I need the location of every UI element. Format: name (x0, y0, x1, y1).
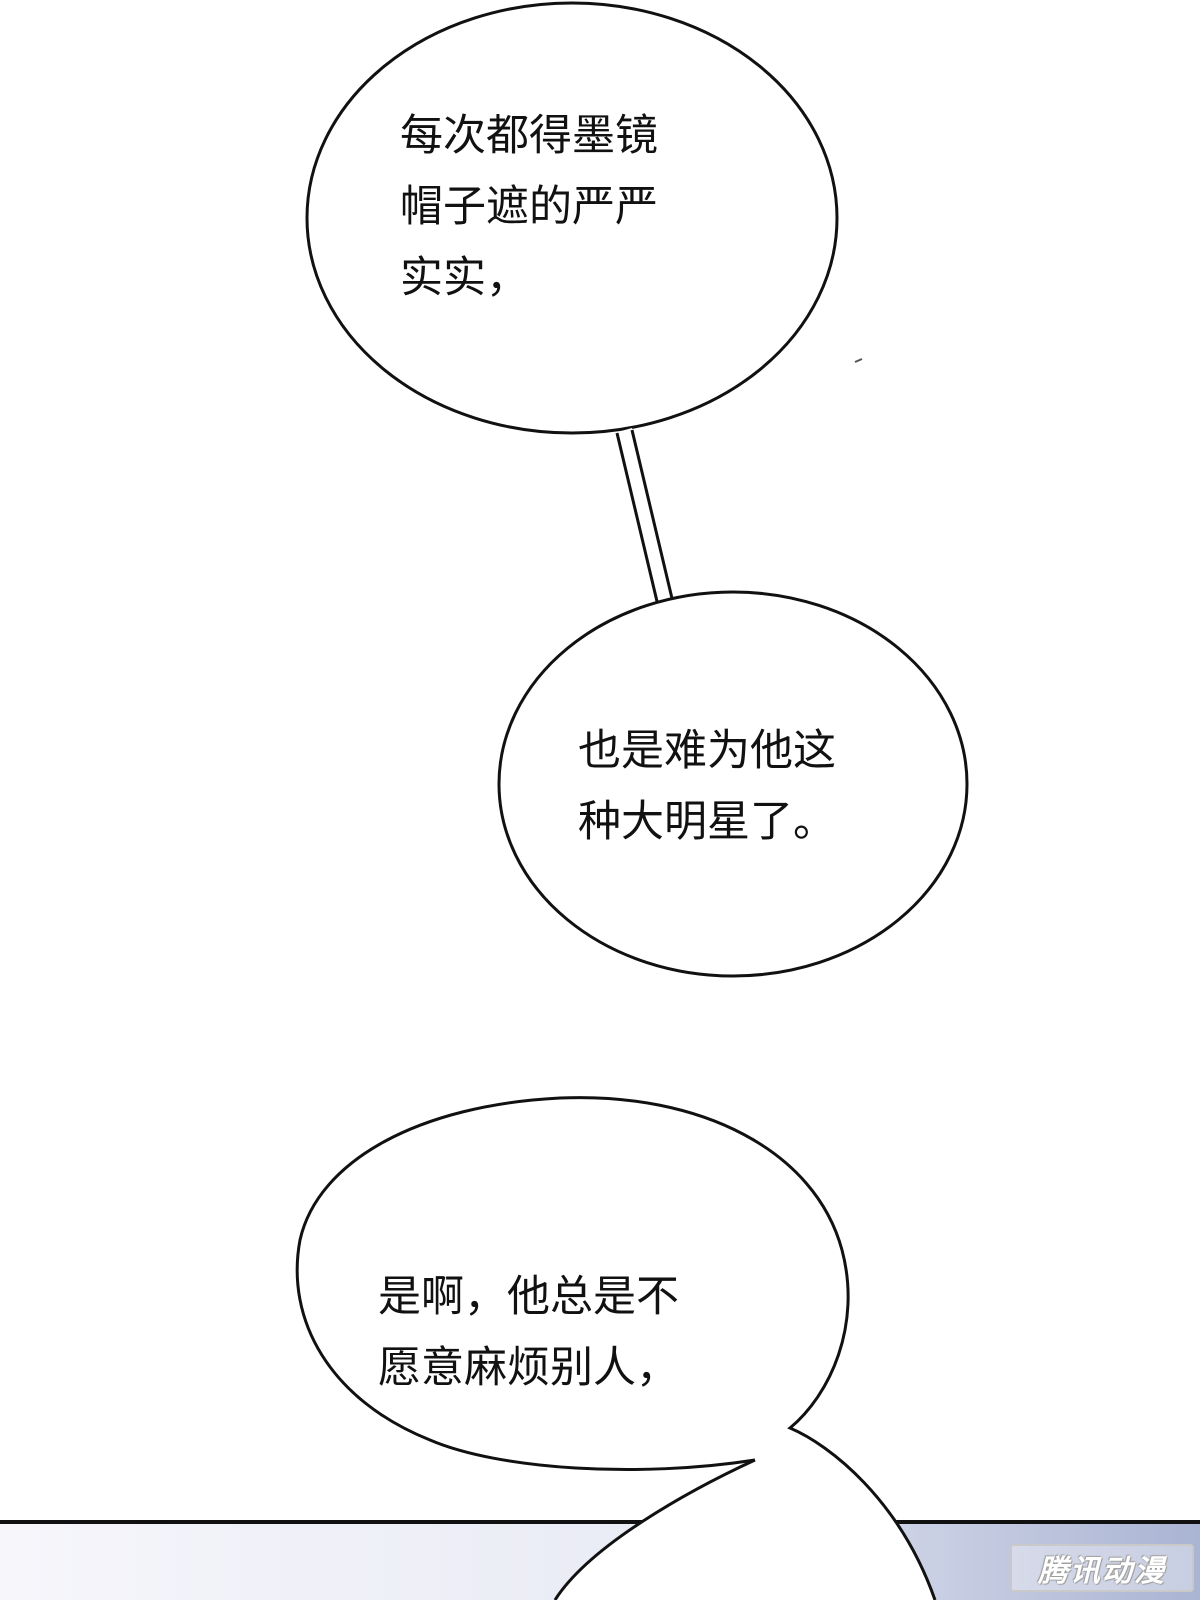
bubble-1-line-3: 实实， (400, 253, 529, 303)
bubble-1-line-2: 帽子遮的严严 (400, 182, 658, 232)
bubble-1-line-1: 每次都得墨镜 (400, 111, 658, 161)
speech-bubble-3-text: 是啊，他总是不 愿意麻烦别人， (378, 1262, 679, 1404)
ink-speck (854, 358, 863, 363)
bubble-2-line-1: 也是难为他这 (578, 726, 836, 776)
speech-bubble-3-shape (295, 1096, 937, 1600)
bubble-2-line-2: 种大明星了。 (578, 797, 836, 847)
speech-bubble-1-shape (305, 1, 839, 616)
speech-bubble-2-shape (497, 590, 969, 978)
watermark-logo: 腾讯动漫 (1010, 1544, 1194, 1592)
speech-bubble-2-text: 也是难为他这 种大明星了。 (578, 716, 836, 858)
speech-bubble-1-text: 每次都得墨镜 帽子遮的严严 实实， (400, 101, 658, 314)
bubble-3-line-1: 是啊，他总是不 (378, 1272, 679, 1322)
bubble-3-line-2: 愿意麻烦别人， (378, 1343, 679, 1393)
